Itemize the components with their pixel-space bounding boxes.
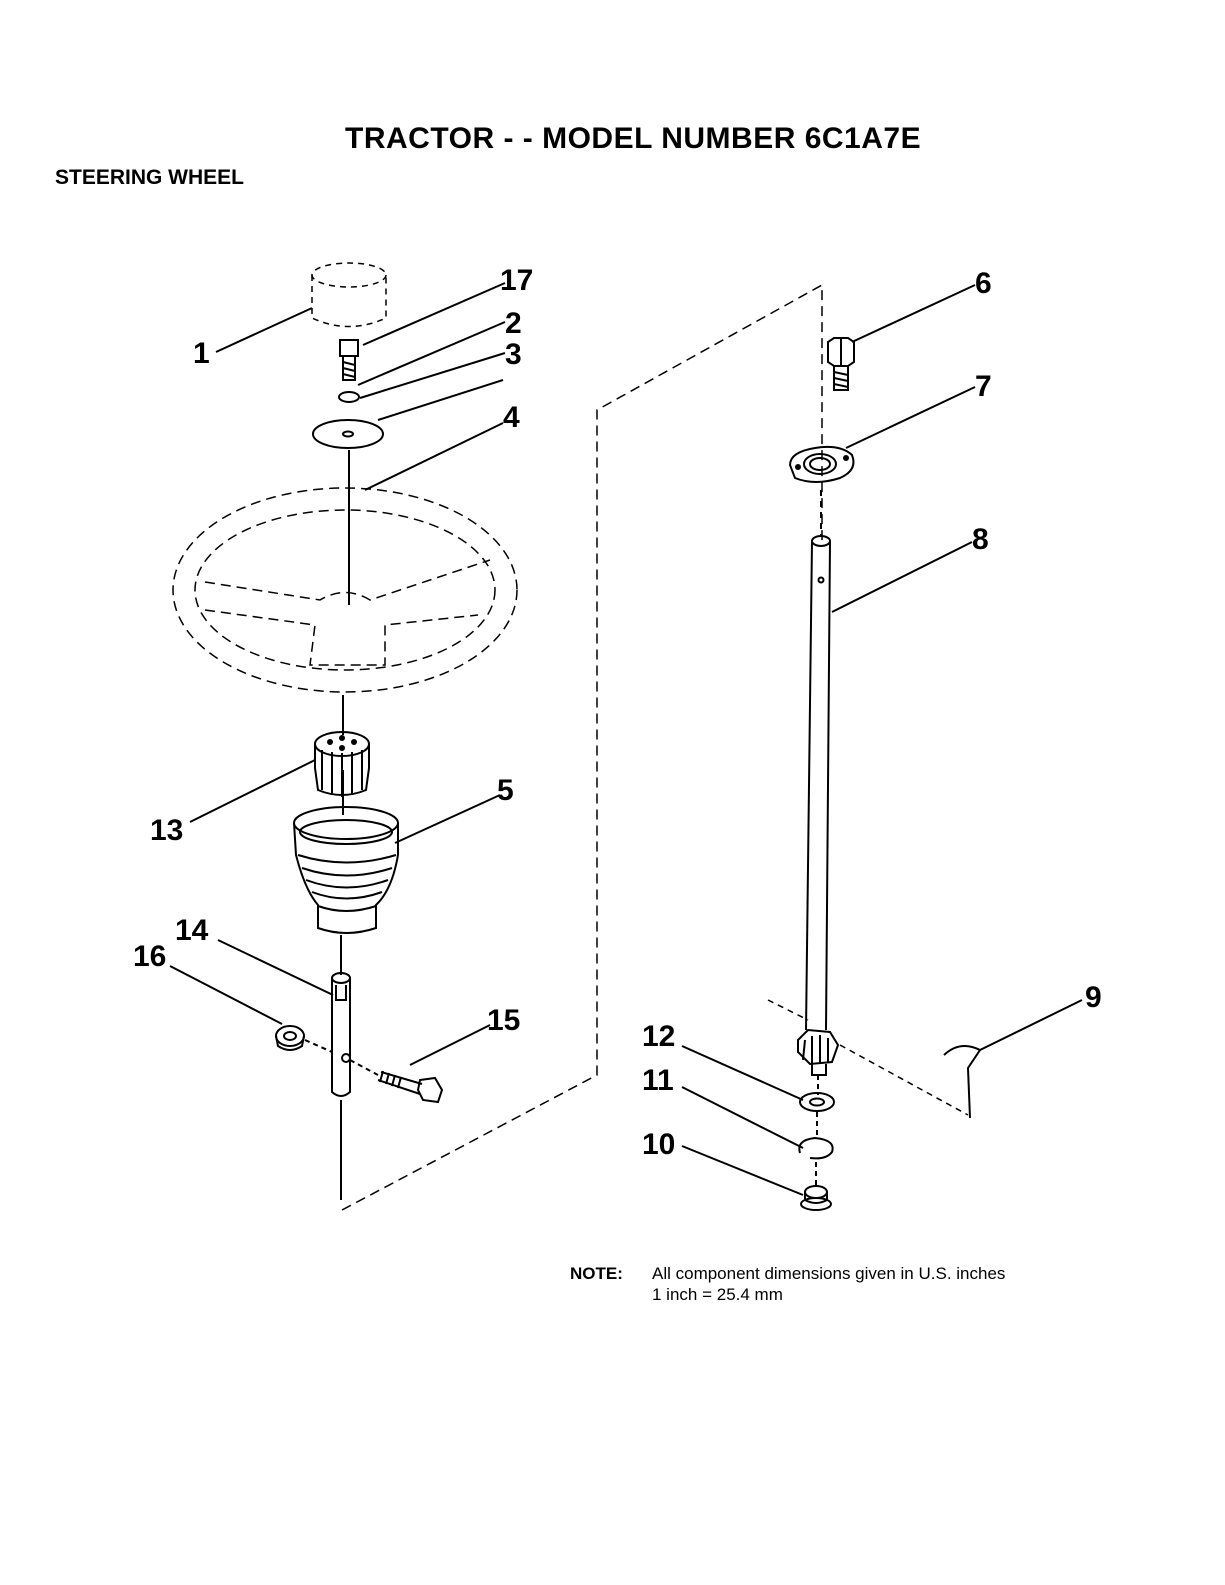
part-10-bushing [801,1186,831,1210]
callout-5: 5 [497,774,514,807]
callout-14: 14 [175,914,209,947]
callout-12: 12 [642,1020,675,1053]
callout-3: 3 [505,338,522,371]
callout-6: 6 [975,267,992,300]
callout-4: 4 [503,401,520,434]
part-12-washer [800,1093,834,1111]
part-15-bolt [305,1040,442,1102]
part-6-bolt [828,338,854,390]
callout-8: 8 [972,523,989,556]
part-8-shaft [806,536,830,1030]
connection-line [342,285,822,1210]
callout-15: 15 [487,1004,520,1037]
callout-17: 17 [500,264,533,297]
part-11-ring [799,1138,832,1158]
pinion-gear [798,1030,838,1075]
callout-13: 13 [150,814,183,847]
part-4-washer [313,420,383,448]
part-2-lock-washer [339,392,359,402]
part-1-cap [312,263,386,327]
part-14-adapter [332,973,350,1096]
callout-11: 11 [642,1064,674,1097]
note-text-units: All component dimensions given in U.S. i… [652,1264,1005,1284]
callout-9: 9 [1085,981,1102,1014]
part-13-hub [315,732,369,797]
callout-10: 10 [642,1128,675,1161]
part-16-nut [276,1026,304,1050]
part-5-boot [294,807,398,933]
steering-wheel [173,488,517,692]
note-label: NOTE: [570,1264,623,1284]
note-text-conversion: 1 inch = 25.4 mm [652,1285,783,1305]
leader-lines [170,283,1082,1195]
callout-16: 16 [133,940,166,973]
callout-7: 7 [975,370,992,403]
part-17-bolt [340,340,358,380]
callout-1: 1 [193,337,210,370]
callout-2: 2 [505,307,522,340]
